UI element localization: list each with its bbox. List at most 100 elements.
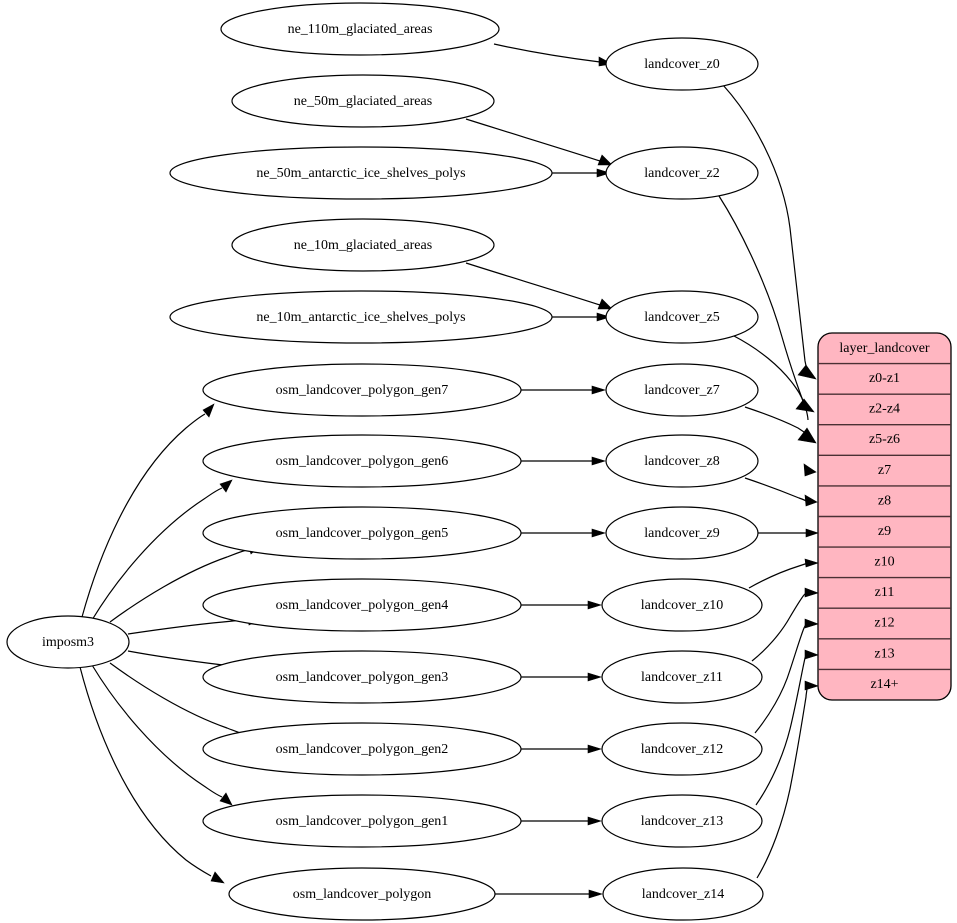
edge-z0-to-row-z0z1 (722, 84, 817, 380)
node-shape[interactable] (601, 650, 763, 704)
node-label: ne_50m_glaciated_areas (294, 94, 432, 109)
node-osm-landcover-polygon-gen2[interactable]: osm_landcover_polygon_gen2 (202, 722, 522, 776)
edge-imposm3-to-osm-polygon (79, 666, 225, 884)
node-ne-110m-glaciated-areas[interactable]: ne_110m_glaciated_areas (220, 2, 500, 56)
node-shape[interactable] (169, 290, 553, 344)
edge-ne50m-glaciated-to-z2 (465, 118, 613, 166)
node-imposm3[interactable]: imposm3 (6, 615, 130, 669)
edge-imposm3-to-gen6 (91, 479, 233, 621)
node-ne-10m-glaciated-areas[interactable]: ne_10m_glaciated_areas (231, 218, 495, 272)
node-label: landcover_z12 (641, 742, 723, 757)
node-shape[interactable] (231, 218, 495, 272)
node-shape[interactable] (601, 578, 763, 632)
edge-z11-to-row-z11 (751, 587, 819, 662)
edge-ne110m-to-z0 (493, 43, 613, 67)
node-landcover-z12[interactable]: landcover_z12 (601, 722, 763, 776)
node-shape[interactable] (231, 74, 495, 128)
node-shape[interactable] (605, 506, 759, 560)
node-label: osm_landcover_polygon_gen7 (276, 383, 449, 398)
node-landcover-z9[interactable]: landcover_z9 (605, 506, 759, 560)
node-shape[interactable] (202, 363, 522, 417)
node-osm-landcover-polygon[interactable]: osm_landcover_polygon (228, 867, 496, 921)
node-label: osm_landcover_polygon_gen6 (276, 454, 449, 469)
node-shape[interactable] (605, 37, 759, 91)
edge-z8-to-row-z8 (744, 477, 818, 507)
edge-gen4-to-z10 (521, 600, 603, 610)
node-label: osm_landcover_polygon_gen3 (276, 670, 449, 685)
edge-imposm3-to-gen1 (91, 664, 233, 806)
record-row-z14-plus[interactable]: z14+ (870, 677, 898, 692)
node-ne-50m-glaciated-areas[interactable]: ne_50m_glaciated_areas (231, 74, 495, 128)
record-row-z10[interactable]: z10 (874, 555, 894, 570)
edge-z7-to-row-z7 (744, 406, 817, 477)
record-row-z0-z1[interactable]: z0-z1 (869, 371, 900, 386)
node-osm-landcover-polygon-gen3[interactable]: osm_landcover_polygon_gen3 (202, 650, 522, 704)
edge-gen3-to-z11 (521, 672, 603, 682)
node-ne-50m-antarctic-ice-shelves-polys[interactable]: ne_50m_antarctic_ice_shelves_polys (169, 146, 553, 200)
node-osm-landcover-polygon-gen4[interactable]: osm_landcover_polygon_gen4 (202, 578, 522, 632)
landcover-zoom-nodes: landcover_z0 landcover_z2 landcover_z5 l… (601, 37, 764, 921)
node-shape[interactable] (605, 434, 759, 488)
node-landcover-z8[interactable]: landcover_z8 (605, 434, 759, 488)
node-label: osm_landcover_polygon_gen1 (276, 814, 449, 829)
node-shape[interactable] (601, 722, 763, 776)
node-label: landcover_z5 (644, 310, 719, 325)
node-shape[interactable] (202, 506, 522, 560)
edge-z9-to-row-z9 (758, 528, 819, 538)
node-landcover-z5[interactable]: landcover_z5 (605, 290, 759, 344)
node-landcover-z11[interactable]: landcover_z11 (601, 650, 763, 704)
node-osm-landcover-polygon-gen5[interactable]: osm_landcover_polygon_gen5 (202, 506, 522, 560)
node-shape[interactable] (202, 794, 522, 848)
node-shape[interactable] (220, 2, 500, 56)
node-osm-landcover-polygon-gen1[interactable]: osm_landcover_polygon_gen1 (202, 794, 522, 848)
edge-z13-to-row-z13 (755, 649, 819, 806)
node-shape[interactable] (602, 867, 764, 921)
node-osm-landcover-polygon-gen6[interactable]: osm_landcover_polygon_gen6 (202, 434, 522, 488)
record-header-label: layer_landcover (839, 341, 930, 356)
node-shape[interactable] (228, 867, 496, 921)
node-osm-landcover-polygon-gen7[interactable]: osm_landcover_polygon_gen7 (202, 363, 522, 417)
node-label: osm_landcover_polygon_gen2 (276, 742, 449, 757)
record-row-z8[interactable]: z8 (878, 493, 891, 508)
edge-z12-to-row-z12 (754, 618, 819, 734)
node-shape[interactable] (605, 290, 759, 344)
node-landcover-z2[interactable]: landcover_z2 (605, 146, 759, 200)
node-shape[interactable] (605, 146, 759, 200)
record-row-z7[interactable]: z7 (878, 463, 891, 478)
node-shape[interactable] (202, 722, 522, 776)
node-landcover-z14[interactable]: landcover_z14 (602, 867, 764, 921)
record-row-z9[interactable]: z9 (878, 524, 891, 539)
record-row-z2-z4[interactable]: z2-z4 (869, 402, 900, 417)
edge-ne50m-antarctic-to-z2 (552, 168, 612, 178)
node-shape[interactable] (202, 578, 522, 632)
record-row-z5-z6[interactable]: z5-z6 (869, 432, 900, 447)
node-ne-10m-antarctic-ice-shelves-polys[interactable]: ne_10m_antarctic_ice_shelves_polys (169, 290, 553, 344)
record-row-z11[interactable]: z11 (875, 585, 895, 600)
record-row-z12[interactable]: z12 (874, 616, 894, 631)
node-label: imposm3 (42, 635, 94, 650)
node-shape[interactable] (202, 650, 522, 704)
osm-source-nodes: osm_landcover_polygon_gen7 osm_landcover… (202, 363, 522, 921)
node-landcover-z0[interactable]: landcover_z0 (605, 37, 759, 91)
node-shape[interactable] (169, 146, 553, 200)
edge-osm-polygon-to-z14 (495, 889, 604, 899)
record-node-layer-landcover[interactable]: layer_landcover z0-z1 z2-z4 z5-z6 z7 z8 … (817, 332, 952, 701)
edge-gen7-to-z7 (521, 385, 607, 395)
edge-z10-to-row-z10 (748, 558, 819, 589)
node-label: landcover_z13 (641, 814, 723, 829)
node-label: osm_landcover_polygon_gen4 (276, 598, 449, 613)
node-shape[interactable] (605, 363, 759, 417)
node-shape[interactable] (601, 794, 763, 848)
record-row-z13[interactable]: z13 (874, 646, 894, 661)
node-landcover-z13[interactable]: landcover_z13 (601, 794, 763, 848)
node-landcover-z10[interactable]: landcover_z10 (601, 578, 763, 632)
node-shape[interactable] (202, 434, 522, 488)
edge-gen1-to-z13 (521, 816, 603, 826)
edge-ne10m-glaciated-to-z5 (465, 262, 613, 310)
edge-gen5-to-z9 (521, 528, 607, 538)
node-landcover-z7[interactable]: landcover_z7 (605, 363, 759, 417)
edge-z5-to-row-z5z6 (733, 335, 817, 444)
node-shape[interactable] (6, 615, 130, 669)
